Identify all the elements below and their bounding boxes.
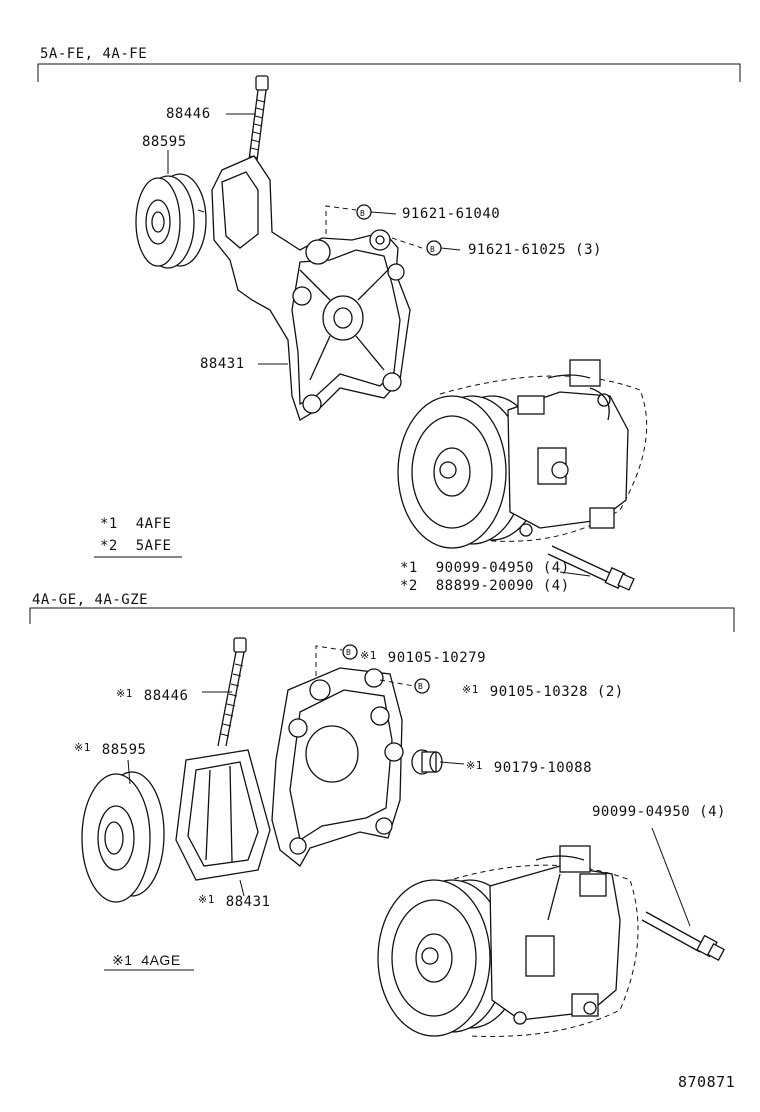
label-88595: 88595 <box>142 134 187 150</box>
legend-1-row: *1 4AFE <box>100 516 171 532</box>
legend-2-text: 5AFE <box>135 538 172 554</box>
bolt-marker-b2: B <box>430 245 436 254</box>
mark-s2-a: ※1 <box>360 649 377 662</box>
legend-2-mark: *2 <box>100 538 118 554</box>
nut-90179-10088-drawing <box>411 749 465 775</box>
compressor-section-2-drawing <box>377 845 639 1037</box>
legend-s2-row: ※1 4AGE <box>112 952 181 968</box>
mark-s2-d: ※1 <box>74 741 91 754</box>
section-1-bolt-leaders <box>325 204 461 256</box>
label-88595-s2: 88595 <box>101 742 147 758</box>
mark-s2-b: ※1 <box>462 683 479 696</box>
label-88446-s2-row: ※1 88446 <box>116 686 188 704</box>
label-91621-61025: 91621-61025 (3) <box>468 242 602 258</box>
label-90105-10279: 90105-10279 <box>387 650 486 666</box>
legend-s2-mark: ※1 <box>112 952 133 968</box>
label-90105-10279-row: ※1 90105-10279 <box>360 648 486 666</box>
section-2-frame <box>29 607 735 632</box>
bolt-marker-b3: B <box>346 648 352 657</box>
section-2-bolt-leaders <box>315 644 430 694</box>
bolt-marker-b1: B <box>360 209 366 218</box>
label-90105-10328-row: ※1 90105-10328 (2) <box>462 682 624 700</box>
legend-s2-text: 4AGE <box>141 952 181 968</box>
pulley-88595-s2-drawing <box>81 759 165 903</box>
label-91621-61040: 91621-61040 <box>402 206 501 222</box>
comp-bolt-mark-1: *1 <box>400 560 418 576</box>
label-88595-s2-row: ※1 88595 <box>74 740 146 758</box>
label-90105-10328: 90105-10328 (2) <box>489 684 624 700</box>
label-90099-04950: 90099-04950 (4) <box>435 560 570 576</box>
label-88431-s2: 88431 <box>225 894 271 910</box>
bolt-marker-b4: B <box>418 682 424 691</box>
label-88431: 88431 <box>200 356 245 372</box>
bolt-88446-drawing <box>226 75 269 169</box>
bolt-88446-s2-drawing <box>202 637 247 747</box>
figure-number: 870871 <box>678 1073 736 1091</box>
mark-s2-c: ※1 <box>116 687 133 700</box>
mark-s2-f: ※1 <box>198 893 215 906</box>
mark-s2-e: ※1 <box>466 759 483 772</box>
label-88431-s2-row: ※1 88431 <box>198 892 270 910</box>
legend-1-mark: *1 <box>100 516 118 532</box>
compressor-bolt-section-2-drawing <box>641 827 725 961</box>
section-1-frame <box>37 63 741 82</box>
label-90179-10088: 90179-10088 <box>493 760 592 776</box>
label-90179-10088-row: ※1 90179-10088 <box>466 758 592 776</box>
comp-bolt-row-1: *1 90099-04950 (4) <box>400 560 570 576</box>
bracket-88431-drawing <box>211 155 411 421</box>
label-88446-s2: 88446 <box>143 688 189 704</box>
label-90099-04950-s2: 90099-04950 (4) <box>592 804 726 820</box>
legend-1-text: 4AFE <box>135 516 172 532</box>
pulley-88595-drawing <box>135 150 207 269</box>
compressor-bolt-section-1-drawing <box>547 545 635 591</box>
comp-bolt-mark-2: *2 <box>400 578 418 594</box>
section-2-heading: 4A-GE, 4A-GZE <box>32 592 149 608</box>
bracket-88431-s2-drawing <box>175 667 404 897</box>
label-88446: 88446 <box>166 106 211 122</box>
compressor-section-1-drawing <box>397 359 648 549</box>
label-88899-20090: 88899-20090 (4) <box>435 578 570 594</box>
legend-2-row: *2 5AFE <box>100 538 171 554</box>
section-1-heading: 5A-FE, 4A-FE <box>40 46 148 62</box>
comp-bolt-row-2: *2 88899-20090 (4) <box>400 578 570 594</box>
